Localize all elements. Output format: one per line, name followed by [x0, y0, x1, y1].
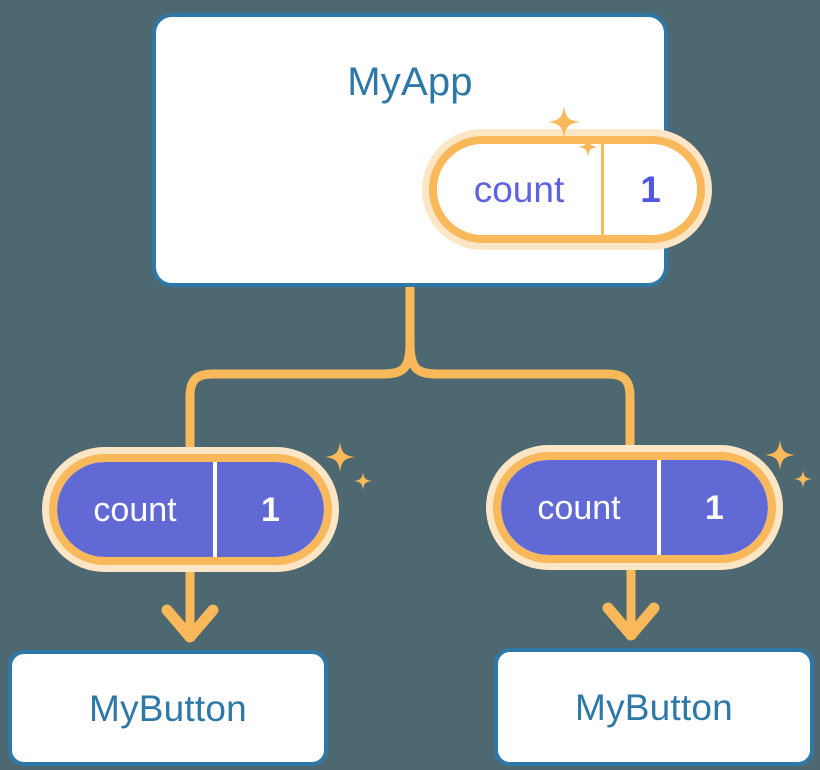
- component-card-title: MyButton: [575, 686, 733, 728]
- component-card-myapp[interactable]: MyApp count 1: [152, 13, 712, 287]
- sparkle-four-point-small-icon: [794, 470, 812, 488]
- state-key-label: count: [437, 144, 604, 235]
- state-pill-inner: count 1: [437, 144, 697, 235]
- state-pill-ring: count 1: [429, 136, 705, 243]
- state-pill-inner: count 1: [57, 462, 324, 557]
- state-value-label: 1: [261, 490, 280, 529]
- component-card-title: MyButton: [89, 687, 247, 729]
- state-pill-ring: count 1: [493, 452, 776, 563]
- connector-split-to-state-right: [405, 338, 635, 455]
- component-card-mybutton-right[interactable]: MyButton: [494, 648, 814, 766]
- state-pill-inner: count 1: [501, 460, 768, 555]
- state-key-label: count: [501, 460, 661, 555]
- state-pill-ring: count 1: [49, 454, 332, 565]
- page-title: MyApp: [347, 60, 473, 104]
- state-value-label: 1: [640, 169, 661, 210]
- state-key-label: count: [57, 462, 217, 557]
- component-card-mybutton-left[interactable]: MyButton: [8, 650, 328, 766]
- sparkle-four-point-large-icon: [765, 440, 795, 470]
- state-value-label: 1: [705, 488, 724, 527]
- sparkle-four-point-large-icon: [325, 442, 355, 472]
- arrow-down-icon-left: [161, 604, 219, 643]
- state-pill-app[interactable]: count 1: [422, 129, 712, 250]
- connector-split-to-state-left: [185, 338, 415, 457]
- sparkle-four-point-small-icon: [354, 472, 372, 490]
- state-pill-right[interactable]: count 1: [486, 445, 783, 570]
- state-pill-left[interactable]: count 1: [42, 447, 339, 572]
- arrow-down-icon-right: [602, 602, 660, 641]
